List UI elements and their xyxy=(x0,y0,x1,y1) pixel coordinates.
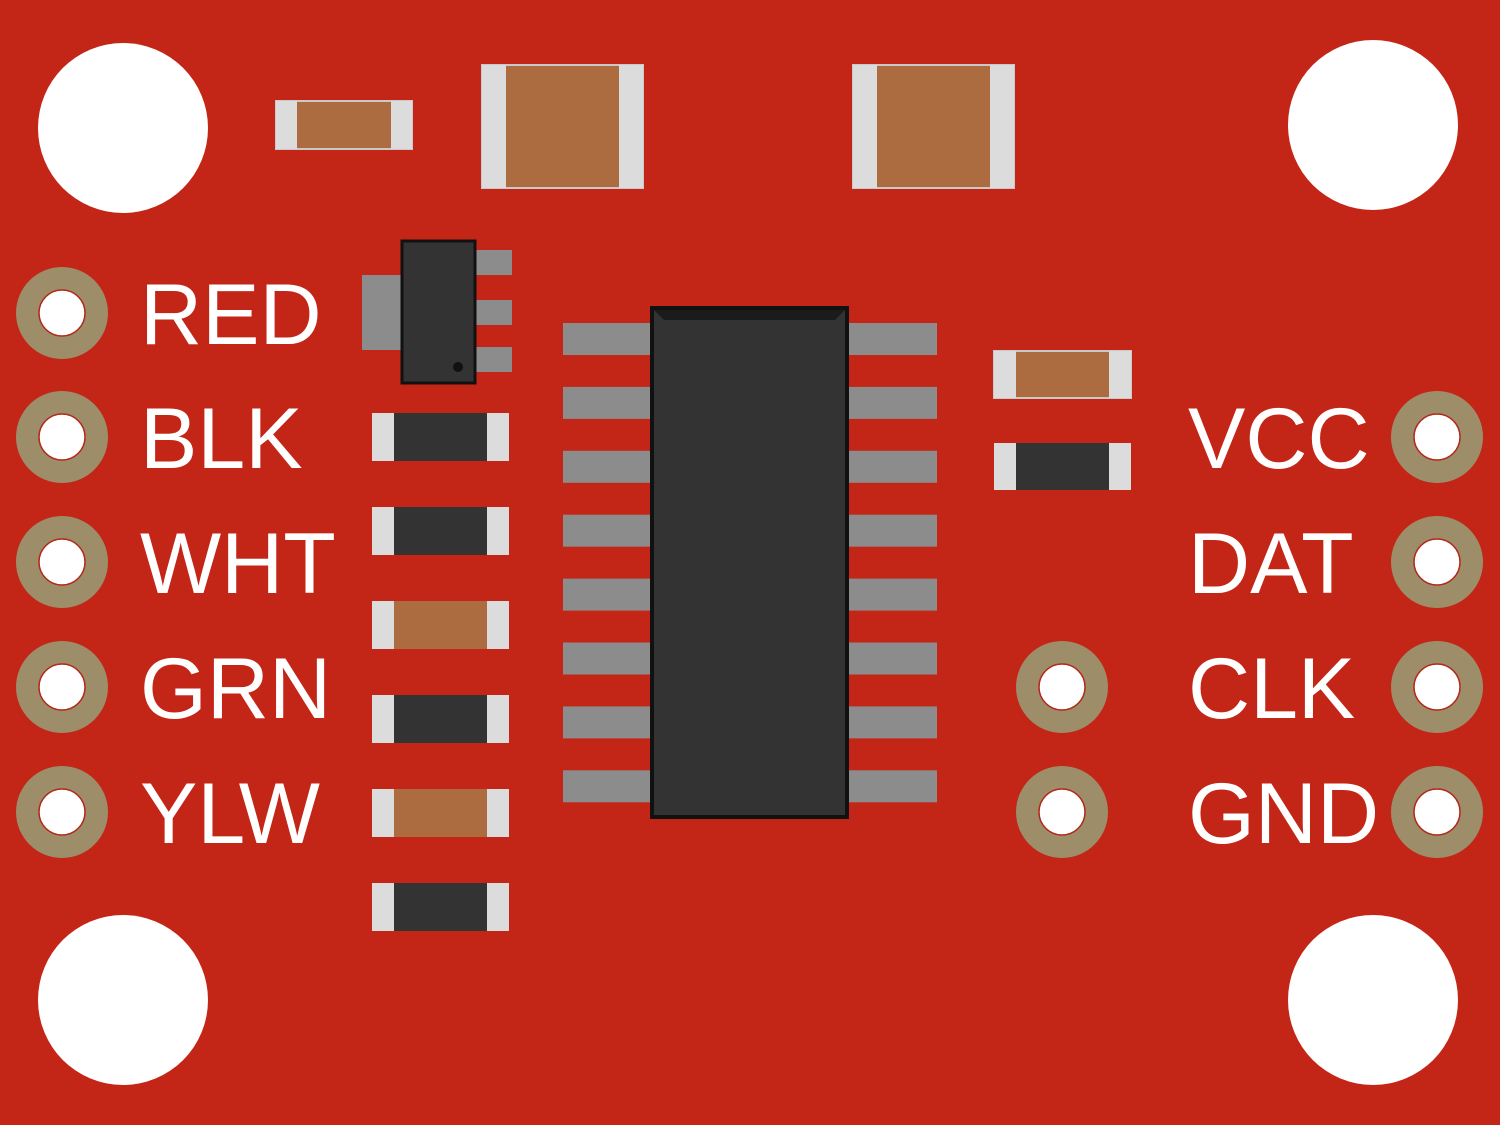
ic-pin-left-7 xyxy=(563,706,653,739)
ic-pin-right-3 xyxy=(847,450,937,483)
voltage-regulator xyxy=(362,239,512,385)
capacitor-left-3 xyxy=(372,601,509,649)
capacitor-left-5 xyxy=(372,789,509,837)
ic-pin-right-6 xyxy=(847,642,937,675)
pin-pad-vcc[interactable] xyxy=(1391,391,1483,483)
mounting-hole-bottom-right xyxy=(1288,915,1458,1085)
left-passive-column xyxy=(372,413,509,931)
capacitor-right xyxy=(993,350,1132,399)
pin-label-clk: CLK xyxy=(1188,641,1355,737)
pin-label-dat: DAT xyxy=(1188,516,1354,612)
ic-pin-left-2 xyxy=(563,386,653,419)
resistor-right xyxy=(994,443,1131,490)
ic-body xyxy=(650,306,849,819)
right-header: VCC DAT CLK GND xyxy=(1188,391,1483,862)
resistor-left-4 xyxy=(372,695,509,743)
aux-pad-1 xyxy=(1016,641,1108,733)
mounting-hole-top-left xyxy=(38,43,208,213)
pin-pad-red[interactable] xyxy=(16,267,108,359)
pin-pad-dat[interactable] xyxy=(1391,516,1483,608)
resistor-left-6 xyxy=(372,883,509,931)
pin-label-vcc: VCC xyxy=(1188,391,1370,487)
pin-pad-grn[interactable] xyxy=(16,641,108,733)
resistor-left-1 xyxy=(372,413,509,461)
capacitor-large-2 xyxy=(852,64,1015,189)
ic-pin-right-2 xyxy=(847,386,937,419)
ic-pin-right-4 xyxy=(847,514,937,547)
mounting-hole-top-right xyxy=(1288,40,1458,210)
aux-pad-2 xyxy=(1016,766,1108,858)
pin1-marker-icon xyxy=(453,362,463,372)
resistor-left-2 xyxy=(372,507,509,555)
pin-label-gnd: GND xyxy=(1188,766,1379,862)
ic-pin-left-6 xyxy=(563,642,653,675)
pin-label-grn: GRN xyxy=(140,641,331,737)
pin-pad-blk[interactable] xyxy=(16,391,108,483)
pin-label-ylw: YLW xyxy=(140,766,320,862)
ic-pin-right-8 xyxy=(847,770,937,803)
pin-pad-clk[interactable] xyxy=(1391,641,1483,733)
pin-pad-ylw[interactable] xyxy=(16,766,108,858)
ic-pin-left-1 xyxy=(563,323,653,355)
ic-pin-right-1 xyxy=(847,323,937,355)
main-ic-chip xyxy=(563,306,937,819)
left-header: RED BLK WHT GRN YLW xyxy=(16,267,336,862)
ic-pin-left-5 xyxy=(563,578,653,611)
ic-bevel-top xyxy=(654,310,845,320)
pin-pad-wht[interactable] xyxy=(16,516,108,608)
capacitor-small-top xyxy=(275,100,413,150)
mounting-hole-bottom-left xyxy=(38,915,208,1085)
ic-pin-left-4 xyxy=(563,514,653,547)
pin-label-blk: BLK xyxy=(140,391,303,487)
ic-pin-right-5 xyxy=(847,578,937,611)
ic-pin-left-3 xyxy=(563,450,653,483)
pin-label-red: RED xyxy=(140,267,322,363)
ic-pin-left-8 xyxy=(563,770,653,803)
pin-pad-gnd[interactable] xyxy=(1391,766,1483,858)
ic-pin-right-7 xyxy=(847,706,937,739)
pin-label-wht: WHT xyxy=(140,516,336,612)
capacitor-large-1 xyxy=(481,64,644,189)
